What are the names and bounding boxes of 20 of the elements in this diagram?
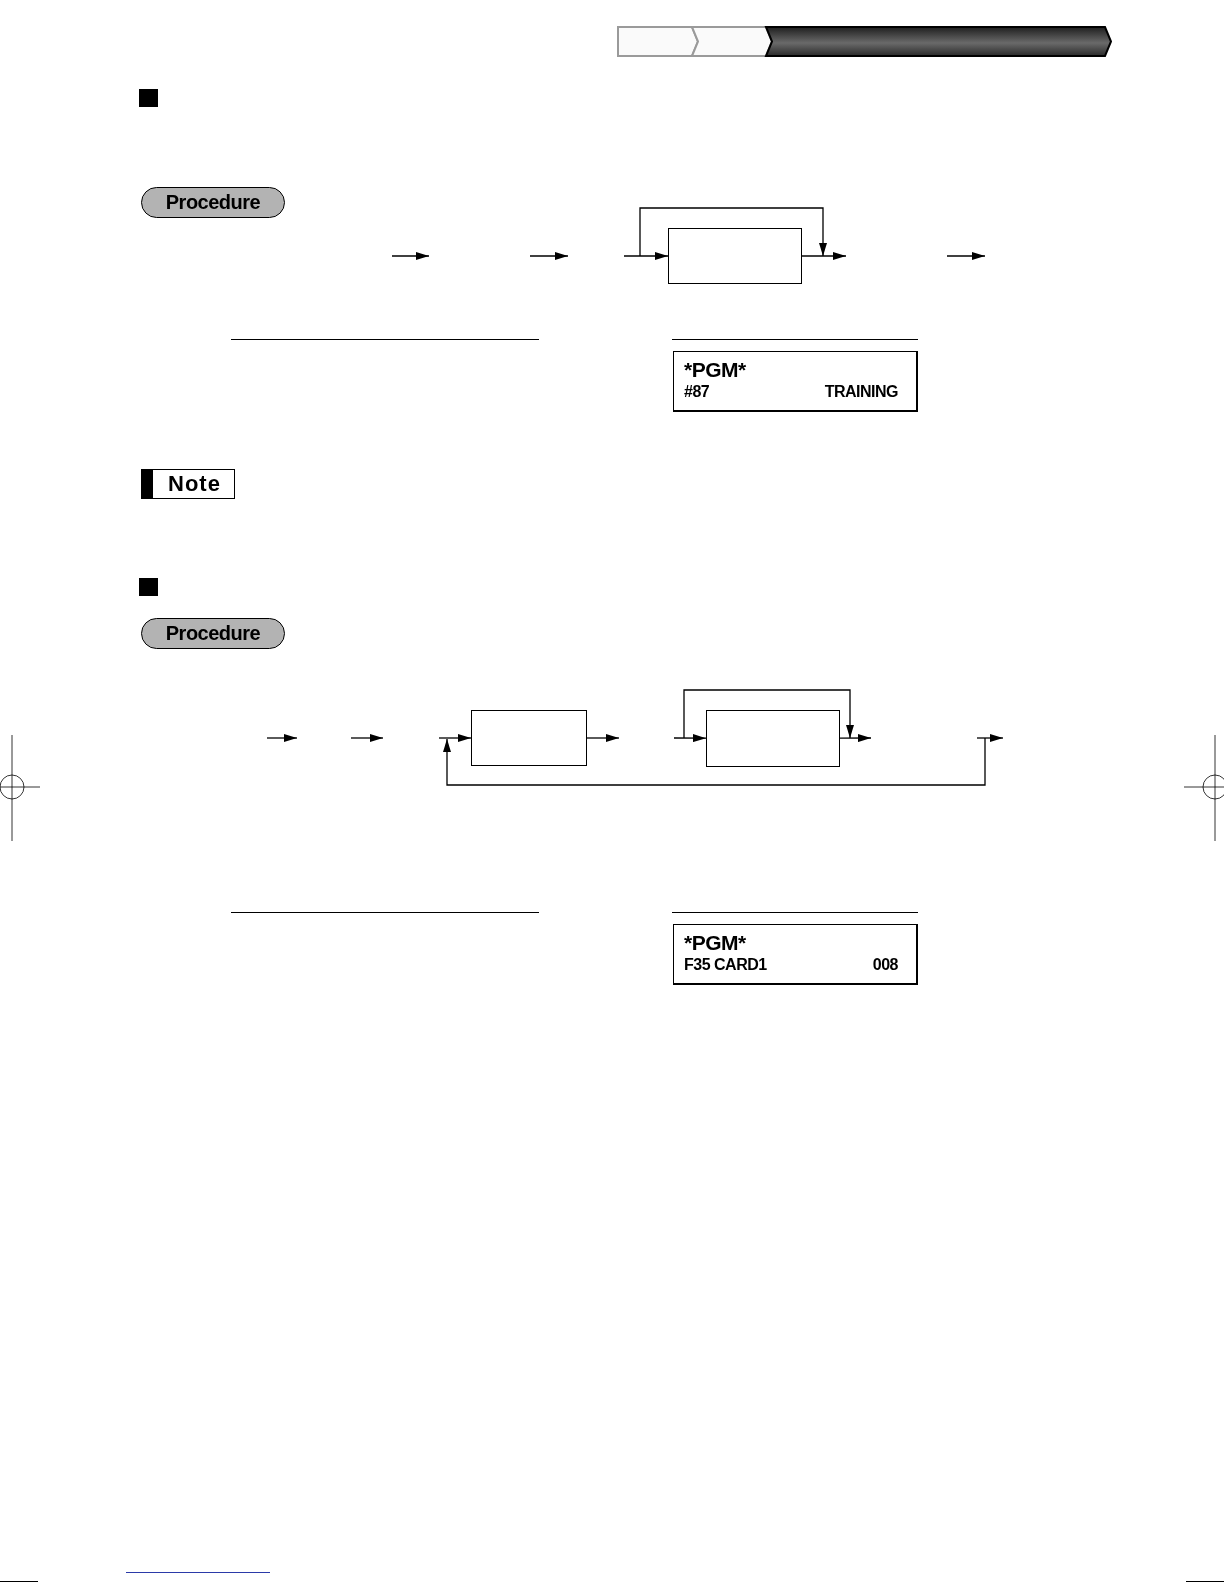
procedure-tag: Procedure	[141, 187, 285, 218]
procedure-tag: Procedure	[141, 618, 285, 649]
display-panel	[673, 351, 918, 412]
process-box	[668, 228, 802, 284]
display-text: F35 CARD1	[684, 957, 767, 973]
arrow	[673, 734, 707, 743]
display-title: *PGM*	[684, 359, 746, 380]
display-panel	[673, 924, 918, 985]
display-value: 008	[872, 957, 898, 973]
display-value: TRAINING	[824, 384, 898, 400]
note-tag: Note	[141, 469, 235, 499]
display-title: *PGM*	[684, 932, 746, 953]
process-box	[706, 710, 840, 767]
arrow	[438, 734, 472, 742]
process-box	[471, 710, 587, 766]
arrow	[623, 252, 669, 260]
display-text: #87	[684, 384, 710, 400]
arrow	[801, 252, 847, 260]
arrow	[839, 734, 872, 743]
arrow	[586, 734, 620, 742]
